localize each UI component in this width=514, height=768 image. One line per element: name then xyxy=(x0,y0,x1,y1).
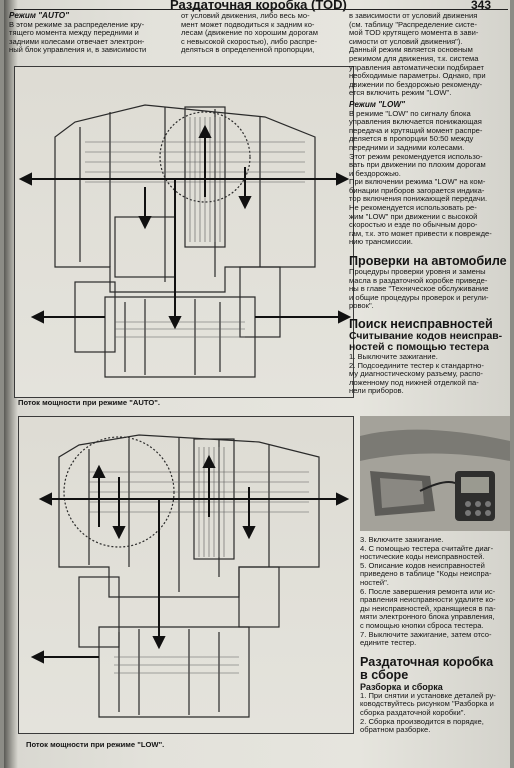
codes-heading-line2: ностей с помощью тестера xyxy=(349,342,489,353)
figure-auto-caption: Поток мощности при режиме "AUTO". xyxy=(18,398,160,407)
text-line: передача и крутящий момент распре- xyxy=(349,125,483,135)
text-line: жим "LOW" при движении с высокой xyxy=(349,211,478,221)
text-line: 6. После завершения ремонта или ис- xyxy=(360,586,496,596)
text-line: ностические коды неисправностей. xyxy=(360,552,485,562)
text-line: нели приборов. xyxy=(349,386,404,396)
text-line: приведено в таблице "Коды неиспра- xyxy=(360,569,492,579)
disassembly-heading: Разборка и сборка xyxy=(360,681,443,692)
text-line: 5. Описание кодов неисправностей xyxy=(360,560,485,570)
low-mode-heading: Режим "LOW" xyxy=(349,99,406,109)
text-line: ровок". xyxy=(349,301,374,311)
text-line: сборка раздаточной коробки". xyxy=(360,707,466,717)
text-line: едините тестер. xyxy=(360,638,417,648)
text-line: вать при движении по плохим дорогам xyxy=(349,160,486,170)
text-line: мой TOD крутящего момента в зави- xyxy=(349,28,479,38)
text-line: В этом режиме за распределение кру- xyxy=(9,19,145,29)
text-line: от условий движения, либо весь мо- xyxy=(181,11,310,20)
text-line: с невысокой скоростью), либо распре- xyxy=(181,36,318,46)
auto-mode-intro: Режим "AUTO" В этом режиме за распределе… xyxy=(9,11,177,55)
text-line: ется включить режим "LOW". xyxy=(349,88,452,98)
right-column-bottom: 3. Включите зажигание. 4. С помощью тест… xyxy=(360,535,510,735)
text-line: При включении режима "LOW" на ком- xyxy=(349,177,486,187)
text-line: 7. Выключите зажигание, затем отсо- xyxy=(360,629,492,639)
text-line: ложенному под нижней отделкой па- xyxy=(349,377,479,387)
text-line: бинации приборов загорается индика- xyxy=(349,185,485,195)
text-line: Данный режим является основным xyxy=(349,45,473,55)
transfer-case-diagram-auto xyxy=(18,104,352,378)
figure-low-caption: Поток мощности при режиме "LOW". xyxy=(26,740,165,749)
text-line: 1. При снятии и установке деталей ру- xyxy=(360,690,496,700)
text-line: управления включается понижающая xyxy=(349,117,482,127)
text-line: (см. таблицу "Распределение систе- xyxy=(349,19,478,29)
text-line: задними колесами отвечает электрон- xyxy=(9,36,145,46)
text-line: ный блок управления и, в зависимости xyxy=(9,45,147,55)
text-line: му диагностическому разъему, распо- xyxy=(349,369,483,379)
text-line: ны в главе "Техническое обслуживание xyxy=(349,284,489,294)
checks-heading: Проверки на автомобиле xyxy=(349,254,507,269)
text-line: симости от условий движения"). xyxy=(349,36,463,46)
text-line: передними и задними колесами. xyxy=(349,142,465,152)
book-page: Раздаточная коробка (TOD) 343 Режим "AUT… xyxy=(4,0,510,768)
codes-heading-line1: Считывание кодов неисправ- xyxy=(349,331,503,342)
assembly-heading-line1: Раздаточная коробка xyxy=(360,654,494,669)
diagnostic-photo-illustration xyxy=(360,416,510,531)
header-rule xyxy=(14,9,508,10)
text-line: 1. Выключите зажигание. xyxy=(349,352,438,361)
figure-auto-power-flow xyxy=(14,66,354,398)
text-line: ды неисправностей, хранящиеся в па- xyxy=(360,603,496,613)
text-line: Не рекомендуется использовать ре- xyxy=(349,203,477,213)
figure-low-power-flow xyxy=(18,416,354,734)
text-line: режимом для движения, т.к. система xyxy=(349,53,479,63)
text-line: ководствуйтесь рисунком "Разборка и xyxy=(360,699,494,709)
text-line: в зависимости от условий движения xyxy=(349,11,478,20)
right-column-top: в зависимости от условий движения (см. т… xyxy=(349,11,507,396)
text-line: нию трансмиссии. xyxy=(349,237,413,247)
text-line: Процедуры проверки уровня и замены xyxy=(349,267,486,277)
text-line: лесам (движение по хорошим дорогам xyxy=(181,28,318,38)
text-line: гам, т.к. это может привести к поврежде- xyxy=(349,228,492,238)
text-line: тор включения понижающей передачи. xyxy=(349,194,488,204)
text-line: 4. С помощью тестера считайте диаг- xyxy=(360,543,494,553)
text-line: 2. Подсоедините тестер к стандартно- xyxy=(349,360,484,370)
text-line: В режиме "LOW" по сигналу блока xyxy=(349,108,471,118)
text-line: и бездорожью. xyxy=(349,168,401,178)
text-line: деляется в пропорции 50:50 между xyxy=(349,134,474,144)
transfer-case-diagram-low xyxy=(30,434,350,718)
text-line: 2. Сборка производится в порядке, xyxy=(360,716,484,726)
text-line: правления неисправности удалите ко- xyxy=(360,595,496,605)
text-line: ностей". xyxy=(360,577,389,587)
auto-mode-continued: от условий движения, либо весь мо- мент … xyxy=(181,11,343,55)
text-line: масла в раздаточной коробке приведе- xyxy=(349,275,488,285)
auto-mode-heading: Режим "AUTO" xyxy=(9,11,69,20)
text-line: мент может подводиться к задним ко- xyxy=(181,19,315,29)
diagnostic-connector-photo xyxy=(360,416,510,531)
text-line: движении по бездорожью рекоменду- xyxy=(349,79,483,89)
text-line: с помощью кнопки сброса тестера. xyxy=(360,620,484,630)
assembly-heading-line2: в сборе xyxy=(360,667,409,682)
text-line: скоростью и езде по обычным доро- xyxy=(349,220,478,230)
text-line: деляться в определенной пропорции, xyxy=(181,45,315,55)
text-line: Этот режим рекомендуется использо- xyxy=(349,151,483,161)
text-line: 3. Включите зажигание. xyxy=(360,535,444,544)
text-line: необходимые параметры. Однако, при xyxy=(349,71,486,81)
text-line: управления автоматически подбирает xyxy=(349,62,484,72)
text-line: обратном разборке. xyxy=(360,725,431,735)
text-line: тящего момента между передними и xyxy=(9,28,139,38)
text-line: мяти электронного блока управления, xyxy=(360,612,495,622)
troubleshooting-heading: Поиск неисправностей xyxy=(349,317,493,331)
text-line: и общие процедуры проверок и регули- xyxy=(349,292,489,302)
